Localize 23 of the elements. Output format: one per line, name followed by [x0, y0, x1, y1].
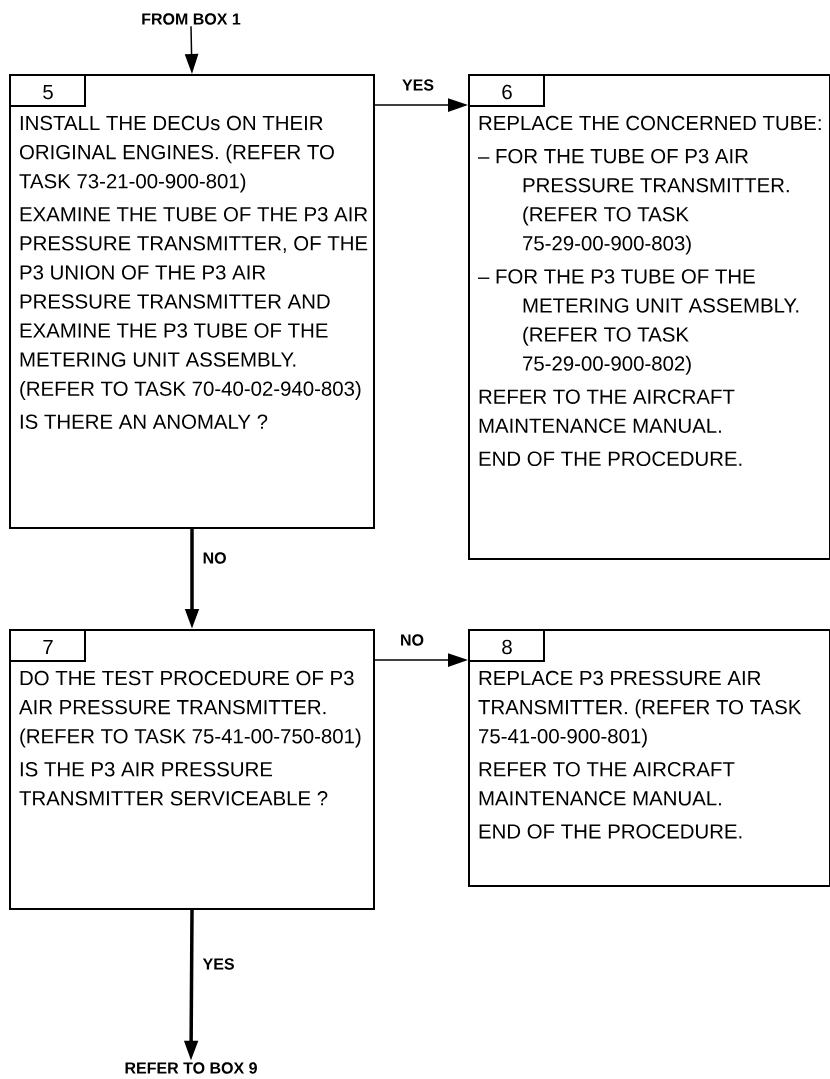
step-text: DO THE TEST PROCEDURE OF P3 AIR PRESSURE TRANSMITTER. (REFER TO TASK 75-41-00-750-801): [19, 670, 361, 748]
step-text: END OF THE PROCEDURE.: [479, 451, 742, 466]
step-number: 7: [43, 640, 53, 654]
step-text: REPLACE P3 PRESSURE AIR TRANSMITTER. (REFER TO TASK 75-41-00-900-801): [478, 670, 802, 748]
step-number: 6: [502, 84, 512, 100]
step-text: REPLACE THE CONCERNED TUBE:: [479, 115, 821, 131]
step-text: IS THE P3 AIR PRESSURE TRANSMITTER SERVICEABLE ?: [19, 762, 328, 806]
step-text: IS THERE AN ANOMALY ?: [20, 414, 268, 429]
step-text: – FOR THE P3 TUBE OF THE METERING UNIT ASSEMBLY. (REFER TO TASK 75-29-00-900-802): [478, 269, 799, 375]
step-text: REFER TO THE AIRCRAFT MAINTENANCE MANUAL.: [479, 389, 735, 433]
step-number: 5: [43, 85, 53, 100]
edge-label: NO: [401, 634, 424, 646]
step-text: – FOR THE TUBE OF P3 AIR PRESSURE TRANSMITTER. (REFER TO TASK 75-29-00-900-803): [478, 148, 789, 255]
reference-text: FROM BOX 1: [142, 13, 241, 25]
edge-label: YES: [402, 79, 434, 91]
reference-text: REFER TO BOX 9: [125, 1062, 257, 1074]
edge-label: NO: [203, 552, 226, 564]
step-number: 8: [502, 639, 512, 655]
step-text: REFER TO THE AIRCRAFT MAINTENANCE MANUAL.: [479, 762, 735, 806]
step-text: EXAMINE THE TUBE OF THE P3 AIR PRESSURE TRANSMITTER, OF THE P3 UNION OF THE P3 AIR PRESSURE TRANSMITTER AND EXAMINE THE P3 TUBE OF THE METERING UNIT ASSEMBLY. (REFER TO TASK 70-40-02-940-803): [20, 207, 368, 400]
step-text: END OF THE PROCEDURE.: [479, 824, 742, 839]
edge-label: YES: [202, 958, 234, 970]
step-text: INSTALL THE DECUs ON THEIR ORIGINAL ENGINES. (REFER TO TASK 73-21-00-900-801): [19, 115, 334, 193]
